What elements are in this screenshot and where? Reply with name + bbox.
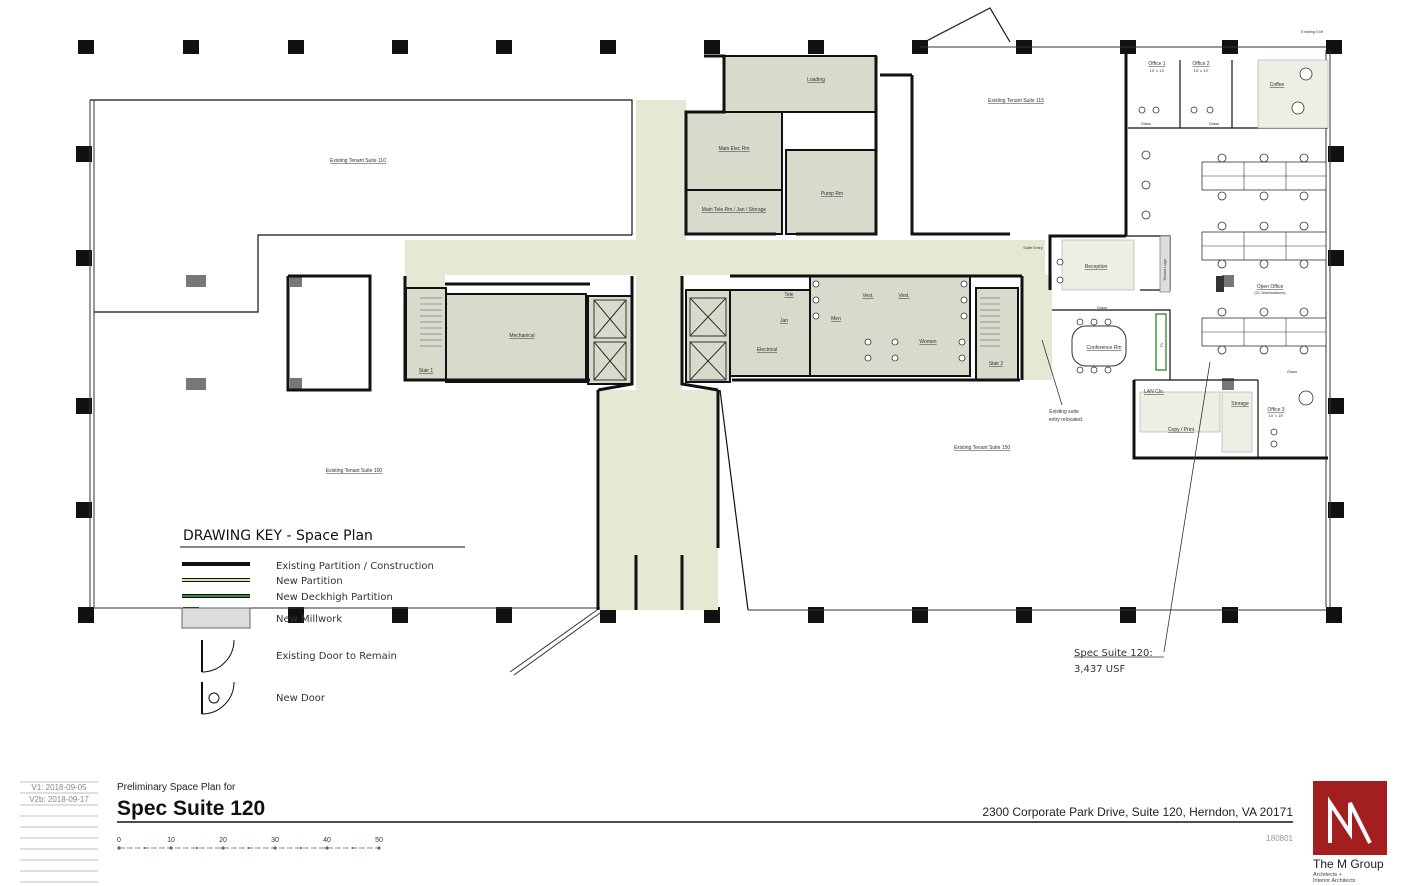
room-label-suite-115: Existing Tenant Suite 115 (988, 98, 1044, 104)
scale-bar: 0 10 20 30 40 50 (117, 837, 383, 850)
scale-tick-0: 0 (117, 837, 121, 844)
room-label-glass-4: Glass (1287, 369, 1297, 374)
scale-tick-20: 20 (219, 837, 227, 844)
room-label-tenant-logo: Tenant Logo (1162, 258, 1167, 281)
logo-sub-1: Architects + (1313, 872, 1342, 878)
room-label-pump: Pump Rm (821, 191, 843, 197)
note-relocated-line-2: entry relocated. (1049, 417, 1083, 423)
room-label-suite-110: Existing Tenant Suite 110 (330, 158, 386, 164)
room-label-office-3: Office 3 (1267, 407, 1284, 413)
key-item-existing-partition: Existing Partition / Construction (276, 561, 434, 572)
room-label-conference: Conference Rm (1086, 345, 1121, 351)
room-label-suite-entry: Suite Entry (1023, 245, 1043, 250)
drawing-title: Spec Suite 120 (117, 797, 265, 820)
key-item-existing-door: Existing Door to Remain (276, 651, 397, 662)
room-label-loading: Loading (807, 77, 825, 83)
annotations: Existing suite entry relocated. Spec Sui… (1041, 339, 1211, 675)
room-label-open-office: Open Office (1257, 284, 1284, 290)
m-monogram-icon (1328, 796, 1372, 844)
revision-2: V2b: 2018-09-17 (29, 795, 89, 804)
project-number: 180801 (1266, 834, 1293, 843)
drawing-subtitle: Preliminary Space Plan for (117, 782, 236, 793)
core-rooms (286, 54, 1024, 610)
room-label-office-2-size: 10' x 13' (1194, 68, 1209, 73)
key-item-millwork: New Millwork (276, 614, 342, 625)
key-item-new-door: New Door (276, 693, 326, 704)
scale-tick-30: 30 (271, 837, 279, 844)
room-label-women: Women (919, 339, 936, 345)
room-label-lan: LAN Clo. (1144, 389, 1164, 395)
scale-tick-40: 40 (323, 837, 331, 844)
room-label-vest-1: Vest. (862, 293, 873, 299)
room-label-coffee: Coffee (1270, 82, 1285, 88)
room-label-suite-100: Existing Tenant Suite 100 (326, 468, 383, 474)
room-label-electrical: Electrical (757, 347, 777, 353)
drawing-key-title: DRAWING KEY - Space Plan (183, 528, 373, 544)
logo-sub-2: Interior Architects (1313, 878, 1356, 884)
room-label-men: Men (831, 316, 841, 322)
room-label-office-1: Office 1 (1148, 61, 1165, 67)
drawing-key: DRAWING KEY - Space Plan Existing Partit… (180, 528, 465, 715)
room-label-office-1-size: 10' x 13' (1150, 68, 1165, 73)
key-swatch-millwork (181, 607, 251, 629)
revision-1: V1: 2018-09-05 (31, 783, 87, 792)
key-item-deckhigh-partition: New Deckhigh Partition (276, 592, 393, 603)
existing-door-icon (201, 639, 235, 673)
callout-suite-area-line-1: Spec Suite 120: (1074, 648, 1153, 659)
room-label-mechanical: Mechanical (509, 333, 534, 339)
room-label-tv: TV (1159, 342, 1164, 347)
room-label-main-elec: Main Elec Rm (718, 146, 749, 152)
room-label-tele: Tele (784, 292, 793, 298)
company-logo: The M Group Architects + Interior Archit… (1313, 781, 1387, 884)
room-label-main-tele: Main Tele Rm / Jan / Storage (702, 207, 767, 213)
callout-suite-area-line-2: 3,437 USF (1074, 664, 1125, 675)
room-label-glass-2: Glass (1209, 121, 1219, 126)
room-label-jan: Jan (780, 318, 788, 324)
room-label-glass-1: Glass (1141, 121, 1151, 126)
key-item-new-partition: New Partition (276, 576, 343, 587)
note-relocated-line-1: Existing suite (1049, 409, 1079, 415)
room-label-copy-print: Copy / Print (1168, 427, 1195, 433)
project-address: 2300 Corporate Park Drive, Suite 120, He… (982, 805, 1293, 819)
room-label-vest-2: Vest. (898, 293, 909, 299)
room-label-storage: Storage (1231, 401, 1249, 407)
room-label-reception: Reception (1085, 264, 1108, 270)
spec-suite-120 (1048, 50, 1329, 460)
room-label-existing-exit: Existing Exit (1301, 29, 1324, 34)
new-door-icon (201, 681, 235, 715)
scale-tick-10: 10 (167, 837, 175, 844)
room-label-open-office-sub: (21 Workstations) (1254, 290, 1286, 295)
exterior-columns (76, 40, 1344, 623)
room-label-glass-3: Glass (1097, 305, 1107, 310)
room-label-suite-150: Existing Tenant Suite 150 (954, 445, 1011, 451)
room-label-office-2: Office 2 (1192, 61, 1209, 67)
logo-name: The M Group (1313, 857, 1384, 871)
room-label-office-3-size: 10' x 15' (1269, 413, 1284, 418)
title-block: V1: 2018-09-05 V2b: 2018-09-17 Prelimina… (20, 781, 1294, 883)
room-label-stair-1: Stair 1 (419, 368, 434, 374)
room-labels: Existing Tenant Suite 110 Existing Tenan… (326, 29, 1324, 474)
scale-tick-50: 50 (375, 837, 383, 844)
room-label-stair-2: Stair 2 (989, 361, 1004, 367)
